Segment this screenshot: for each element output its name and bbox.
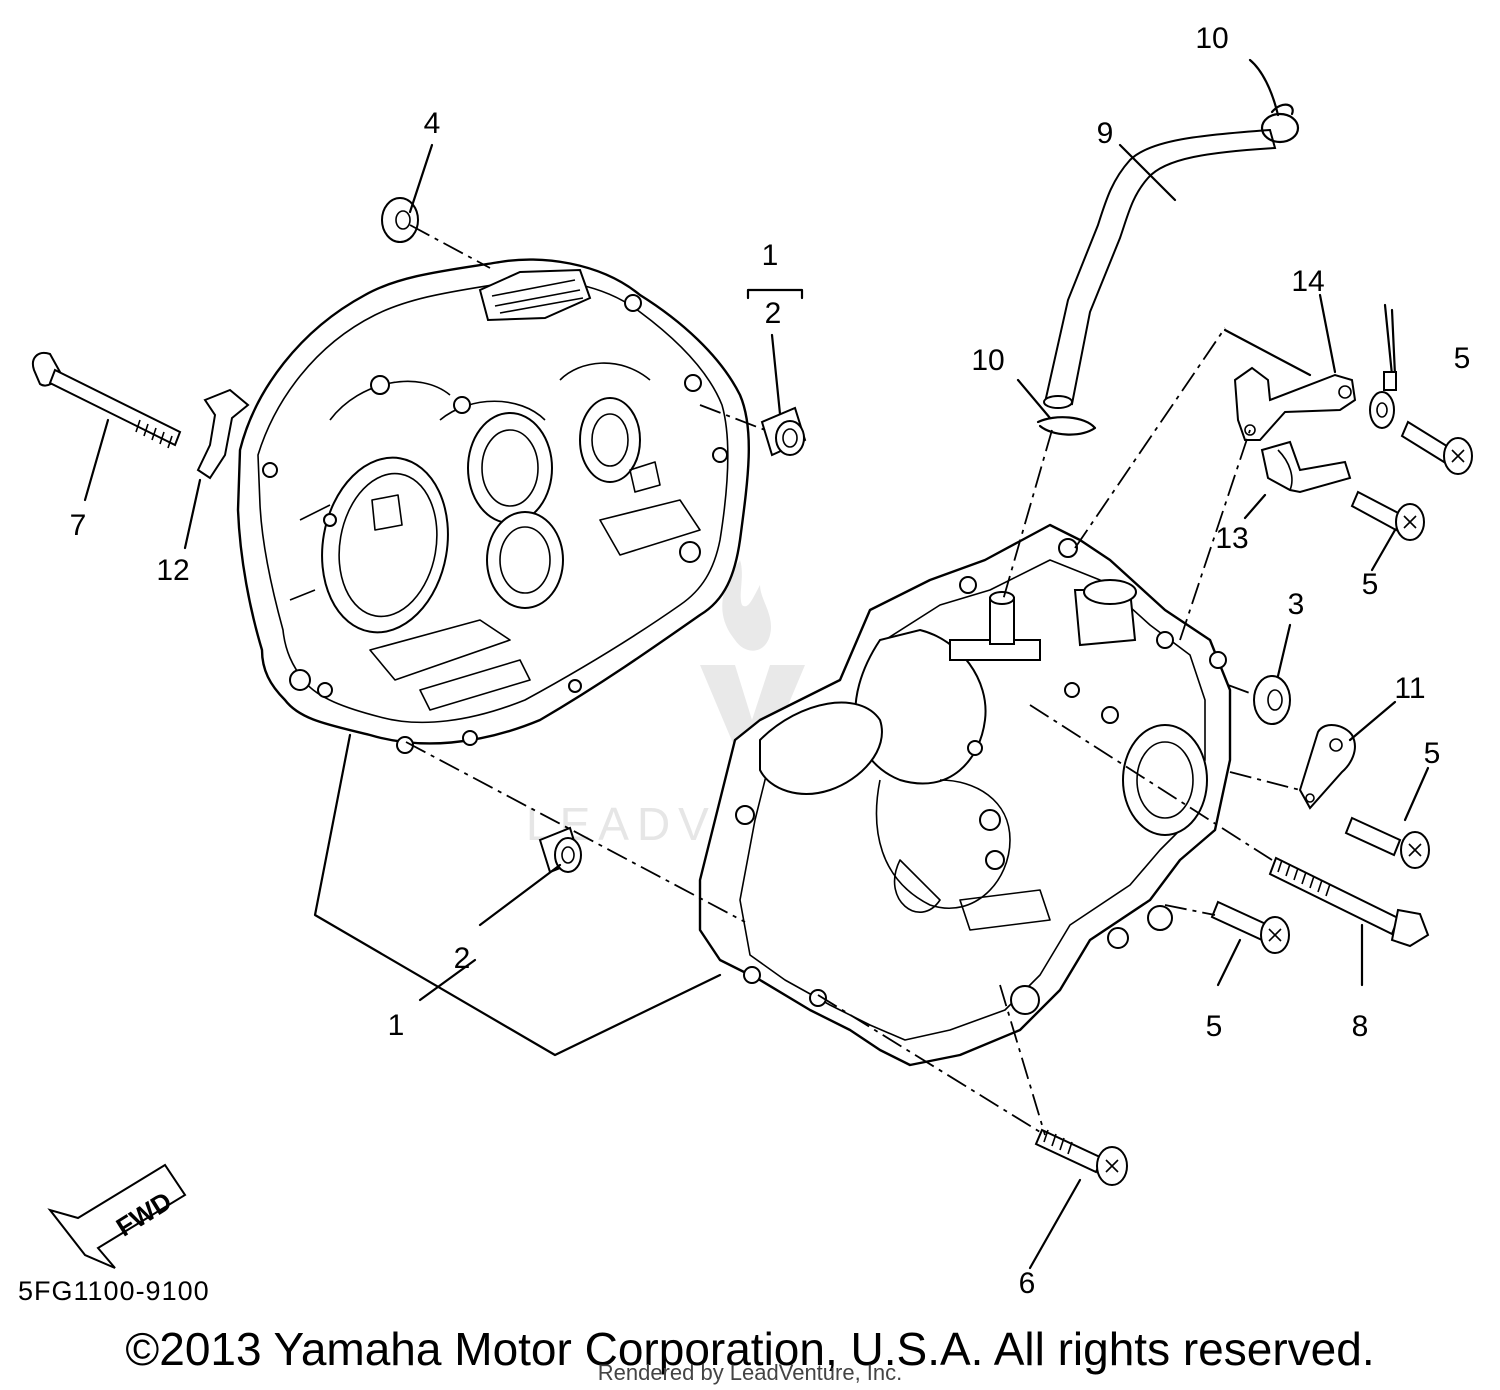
callout-3: 3 [1288, 588, 1305, 621]
callout-2: 2 [454, 942, 471, 975]
long-bolt-part-8 [1268, 856, 1430, 948]
crankcase-right [698, 523, 1232, 1067]
assembly-lines [405, 224, 1301, 1136]
bracket-part-14 [1233, 366, 1357, 441]
crankcase-left [236, 258, 750, 754]
callout-1: 1 [388, 1009, 405, 1042]
ground-lead [1369, 303, 1397, 429]
small-bolt-d [1210, 900, 1290, 954]
callout-5: 5 [1424, 737, 1441, 770]
callout-5: 5 [1454, 342, 1471, 375]
rendered-by-credit: Rendered by LeadVenture, Inc. [597, 1360, 903, 1385]
callout-11: 11 [1394, 672, 1425, 705]
small-bolt-b [1350, 490, 1425, 541]
long-bolt-part-7 [32, 352, 182, 449]
washer-part-4 [381, 197, 419, 243]
washer-part-3 [1253, 675, 1291, 725]
callout-10: 10 [1195, 22, 1228, 55]
callout-1: 1 [762, 239, 779, 272]
dowel-pin-lower [538, 826, 582, 874]
callout-10: 10 [971, 344, 1004, 377]
plate-part-11 [1298, 724, 1356, 810]
hose-clip-upper [1260, 103, 1300, 144]
dowel-pin-upper [760, 406, 807, 457]
small-bolt-c [1344, 816, 1430, 869]
hose-clip-lower [1036, 416, 1097, 436]
diagram-code: 5FG1100-9100 [18, 1276, 210, 1306]
callout-5: 5 [1206, 1010, 1223, 1043]
copyright-notice: ©2013 Yamaha Motor Corporation, U.S.A. A… [125, 1323, 1375, 1375]
callout-9: 9 [1097, 117, 1114, 150]
breather-hose-part-9 [1043, 128, 1277, 409]
clip-bracket-part-12 [196, 388, 250, 480]
callout-2: 2 [765, 297, 782, 330]
cable-clamp-part-13 [1260, 440, 1352, 494]
callout-13: 13 [1215, 522, 1248, 555]
callout-4: 4 [424, 107, 441, 140]
leader-lines [83, 58, 1430, 1270]
callout-6: 6 [1019, 1267, 1036, 1300]
callout-7: 7 [70, 509, 87, 542]
callout-12: 12 [156, 554, 189, 587]
small-bolt-a [1400, 420, 1473, 475]
callout-numbers: 4 1 2 7 12 2 1 10 9 10 14 5 13 5 3 11 5 … [70, 22, 1471, 1300]
bolt-part-6 [1034, 1128, 1128, 1186]
callout-8: 8 [1352, 1010, 1369, 1043]
fwd-arrow-icon: FWD [47, 1163, 187, 1269]
callout-5: 5 [1362, 568, 1379, 601]
callout-14: 14 [1291, 265, 1324, 298]
